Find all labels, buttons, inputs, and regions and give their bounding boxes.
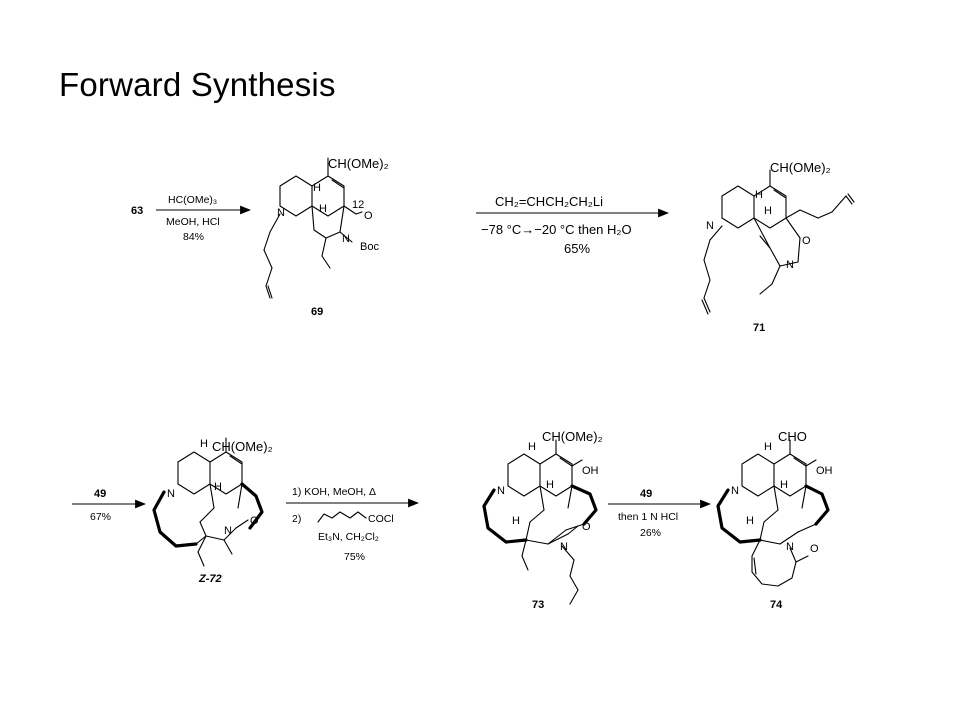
compound-z72-h1: H (200, 438, 208, 450)
step2-conditions: −78 °C→−20 °C then H₂O (481, 222, 632, 237)
compound-z72-substituent: CH(OMe)₂ (212, 439, 273, 454)
compound-74-n2: N (786, 541, 794, 553)
compound-69-label: 69 (311, 306, 323, 318)
step4-yield: 75% (344, 551, 365, 563)
step2-yield: 65% (564, 241, 590, 256)
step4-line1: 1) KOH, MeOH, Δ (292, 486, 376, 498)
compound-z72-label: Z-72 (198, 573, 222, 585)
compound-73-hydroxyl: OH (582, 465, 599, 477)
compound-73-oxygen: O (582, 521, 591, 533)
compound-73-h3: H (512, 515, 520, 527)
step5-reagent: 49 (640, 488, 652, 500)
step1-reagent: HC(OMe)₃ (168, 194, 217, 206)
compound-z72-h2: H (214, 481, 222, 493)
compound-z72-amine: N (167, 488, 175, 500)
compound-69-n2: N (342, 233, 350, 245)
compound-69-amine: N (277, 207, 285, 219)
compound-74-h1: H (764, 441, 772, 453)
compound-73-amine: N (497, 485, 505, 497)
compound-74-hydroxyl: OH (816, 465, 833, 477)
compound-71-oxygen: O (802, 235, 811, 247)
compound-69-h1: H (313, 182, 321, 194)
compound-69-oxygen: O (364, 210, 373, 222)
step3-reagent: 49 (94, 488, 106, 500)
compound-74-label: 74 (770, 599, 783, 611)
compound-74-substituent: CHO (778, 429, 807, 444)
compound-74-h3: H (746, 515, 754, 527)
compound-69-position: 12 (352, 199, 364, 211)
compound-71-h2: H (764, 205, 772, 217)
start-compound-label: 63 (131, 205, 143, 217)
compound-69-structure (263, 157, 363, 299)
step4-acyl-chain (317, 511, 367, 523)
compound-z72-structure (152, 437, 264, 567)
compound-73-substituent: CH(OMe)₂ (542, 429, 603, 444)
compound-71-n2: N (786, 259, 794, 271)
step3-yield: 67% (90, 511, 111, 523)
compound-69-boc: Boc (360, 241, 379, 253)
step4-line3: Et₃N, CH₂Cl₂ (318, 531, 379, 543)
step4-acyl-group: COCl (368, 513, 394, 525)
compound-z72-oxygen: O (250, 515, 259, 527)
page-title: Forward Synthesis (59, 66, 336, 103)
compound-71-amine: N (706, 220, 714, 232)
compound-73-h1: H (528, 441, 536, 453)
compound-69-substituent: CH(OMe)₂ (328, 156, 389, 171)
step5-workup: then 1 N HCl (618, 511, 678, 523)
compound-71-label: 71 (753, 322, 765, 334)
compound-71-h1: H (755, 189, 763, 201)
step5-yield: 26% (640, 527, 661, 539)
compound-73-h2: H (546, 479, 554, 491)
step1-yield: 84% (183, 231, 204, 243)
compound-73-label: 73 (532, 599, 544, 611)
compound-74-h2: H (780, 479, 788, 491)
step4-line2-prefix: 2) (292, 513, 301, 525)
step2-reagent: CH₂=CHCH₂CH₂Li (495, 194, 603, 209)
compound-69-h2: H (319, 203, 327, 215)
step1-solvent: MeOH, HCl (166, 216, 220, 228)
compound-73-structure (482, 439, 598, 605)
compound-73-n2: N (560, 541, 568, 553)
compound-71-substituent: CH(OMe)₂ (770, 160, 831, 175)
compound-74-structure (716, 439, 830, 587)
compound-z72-n2: N (224, 525, 232, 537)
compound-74-amine: N (731, 485, 739, 497)
compound-71-structure (701, 169, 855, 315)
compound-74-oxygen: O (810, 543, 819, 555)
